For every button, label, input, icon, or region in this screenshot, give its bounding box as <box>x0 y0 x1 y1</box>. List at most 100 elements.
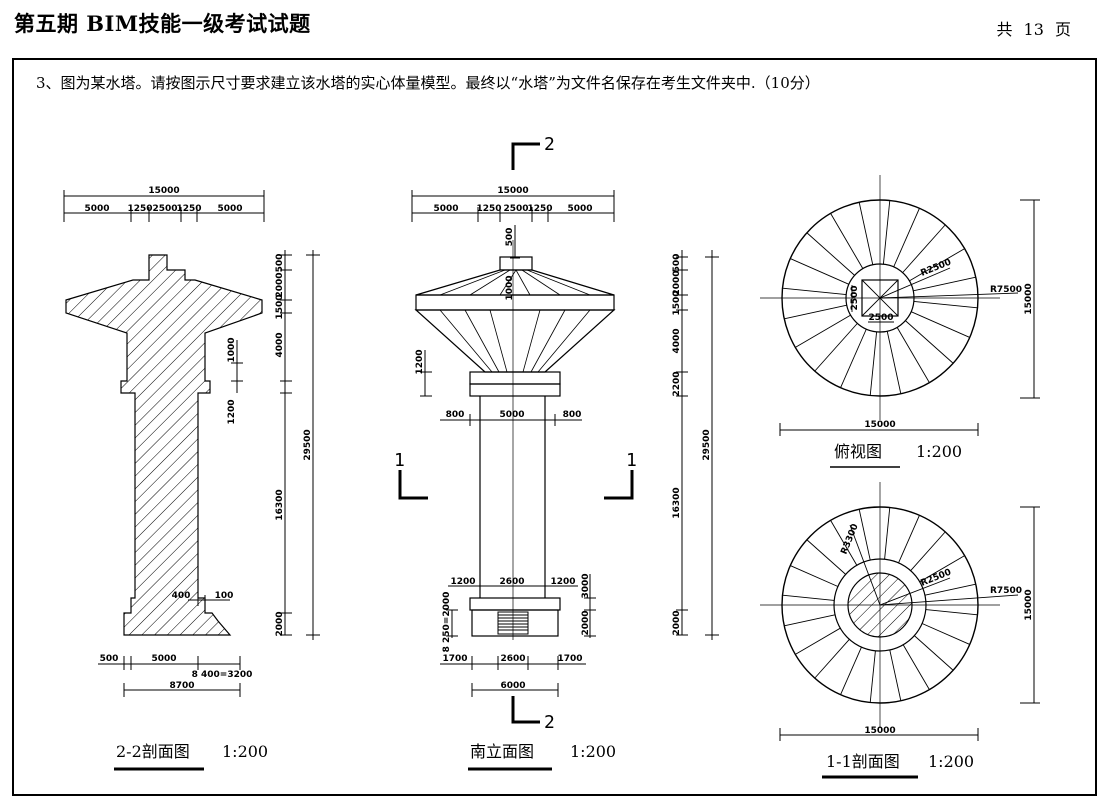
tank-lower-cone <box>414 309 616 373</box>
facet-line <box>784 304 847 320</box>
section-2-2-scale: 1:200 <box>222 742 268 761</box>
facet-line <box>886 331 902 394</box>
question-frame <box>12 58 1097 796</box>
base-plinth <box>471 609 559 637</box>
facet-line <box>869 331 878 396</box>
s22-dim-step-100: 100 <box>215 591 234 601</box>
se-dim-2500: 2500 <box>503 204 528 214</box>
collar-lower <box>469 383 561 397</box>
s22-dim-v29500: 29500 <box>303 429 313 460</box>
section-1-1-caption: 1-1剖面图 <box>826 752 900 771</box>
se-dim-bot-1700-left: 1700 <box>442 654 467 664</box>
facet-line <box>896 327 930 383</box>
roof-cone <box>415 269 615 296</box>
facet-line <box>921 623 970 645</box>
se-dim-v3000: 3000 <box>581 573 591 598</box>
plan-dim-width: 15000 <box>864 420 895 430</box>
s22-dim-v1500: 1500 <box>275 294 285 319</box>
facet-line <box>914 635 954 671</box>
exam-title: 第五期 BIM技能一级考试试题 <box>14 11 311 36</box>
facet-line <box>840 328 867 388</box>
plan-view <box>760 175 1040 436</box>
se-dim-bot-2600: 2600 <box>500 654 525 664</box>
facet-line <box>869 650 876 703</box>
facet-line <box>795 314 851 348</box>
s11-dim-r2500: R2500 <box>919 568 952 589</box>
se-dim-low-2600: 2600 <box>499 577 524 587</box>
section-mark-1-left: 1 <box>394 450 405 471</box>
facet-line <box>830 213 864 269</box>
se-dim-v500-top: 500 <box>505 228 515 247</box>
facet-line <box>782 287 847 296</box>
se-dim-mid-800-right: 800 <box>563 410 582 420</box>
south-elevation-dims: 15000 5000 1250 2500 1250 5000 500 1000 … <box>394 134 719 771</box>
facet-line <box>905 320 954 364</box>
roof-cap <box>499 256 533 271</box>
facet-line <box>806 539 846 575</box>
facet-line <box>790 565 839 587</box>
plan-dim-sq-v: 2500 <box>850 285 860 310</box>
se-dim-5000-left: 5000 <box>433 204 458 214</box>
south-elevation-scale: 1:200 <box>570 742 616 761</box>
s22-dim-1250-right: 1250 <box>176 204 201 214</box>
s22-dim-bot-8700: 8700 <box>169 681 194 691</box>
s22-dim-top-total: 15000 <box>148 186 179 196</box>
facet-line <box>858 202 874 265</box>
s22-dim-v2000-base: 2000 <box>275 611 285 636</box>
s11-dim-height: 15000 <box>1024 589 1034 620</box>
facet-line <box>910 311 970 338</box>
s22-dim-step-400: 400 <box>172 591 191 601</box>
facet-line <box>924 583 976 596</box>
facet-line <box>830 520 858 566</box>
section-2-2-caption: 2-2剖面图 <box>116 742 190 761</box>
plan-dim-r2500: R2500 <box>919 258 952 279</box>
s11-dim-r3300: R3300 <box>840 523 861 556</box>
se-dim-mid-800-left: 800 <box>446 410 465 420</box>
se-dim-bot-6000: 6000 <box>500 681 525 691</box>
se-dim-top-total: 15000 <box>497 186 528 196</box>
facet-line <box>814 639 850 679</box>
facet-line <box>910 531 946 571</box>
s22-dim-bot-5000: 5000 <box>151 654 176 664</box>
facet-line <box>795 627 841 655</box>
south-elevation-caption: 南立面图 <box>470 742 534 761</box>
se-dim-bot-1700-right: 1700 <box>557 654 582 664</box>
facet-line <box>925 609 978 616</box>
se-dim-5000-right: 5000 <box>567 204 592 214</box>
facet-line <box>919 555 965 583</box>
facet-line <box>784 614 836 627</box>
plan-dim-height: 15000 <box>1024 283 1034 314</box>
s22-dim-1250-left: 1250 <box>127 204 152 214</box>
question-text: 3、图为某水塔。请按图示尺寸要求建立该水塔的实心体量模型。最终以“水塔”为文件名… <box>36 74 820 92</box>
s11-dim-width: 15000 <box>864 726 895 736</box>
se-dim-r2200: 2200 <box>672 371 682 396</box>
facet-line <box>909 248 965 282</box>
facet-line <box>884 507 891 560</box>
s22-dim-v1200: 1200 <box>227 399 237 424</box>
se-dim-mid-5000: 5000 <box>499 410 524 420</box>
section-1-1-view <box>760 482 1040 741</box>
se-dim-r29500: 29500 <box>702 429 712 460</box>
se-dim-v1200-left: 1200 <box>415 349 425 374</box>
s11-dim-r7500: R7500 <box>990 586 1022 596</box>
s22-dim-5000-left: 5000 <box>84 204 109 214</box>
facet-line <box>893 208 920 268</box>
se-dim-steps: 8 250=2000 <box>442 592 452 653</box>
se-dim-v1000-inner: 1000 <box>505 275 515 300</box>
section-mark-1-right: 1 <box>626 450 637 471</box>
facet-line <box>782 594 835 601</box>
se-dim-v2000-right: 2000 <box>581 610 591 635</box>
plan-dim-r7500: R7500 <box>990 285 1022 295</box>
s22-dim-v2000: 2000 <box>275 272 285 297</box>
s22-dim-v4000: 4000 <box>275 332 285 357</box>
facet-line <box>790 258 850 285</box>
section-mark-2-bottom: 2 <box>544 712 555 733</box>
facet-line <box>913 300 978 309</box>
s22-dim-v1000: 1000 <box>227 337 237 362</box>
facet-line <box>840 646 862 695</box>
s22-dim-bot-500: 500 <box>100 654 119 664</box>
s22-dim-2500: 2500 <box>152 204 177 214</box>
south-elevation-view <box>414 240 616 640</box>
facet-line <box>889 649 902 701</box>
